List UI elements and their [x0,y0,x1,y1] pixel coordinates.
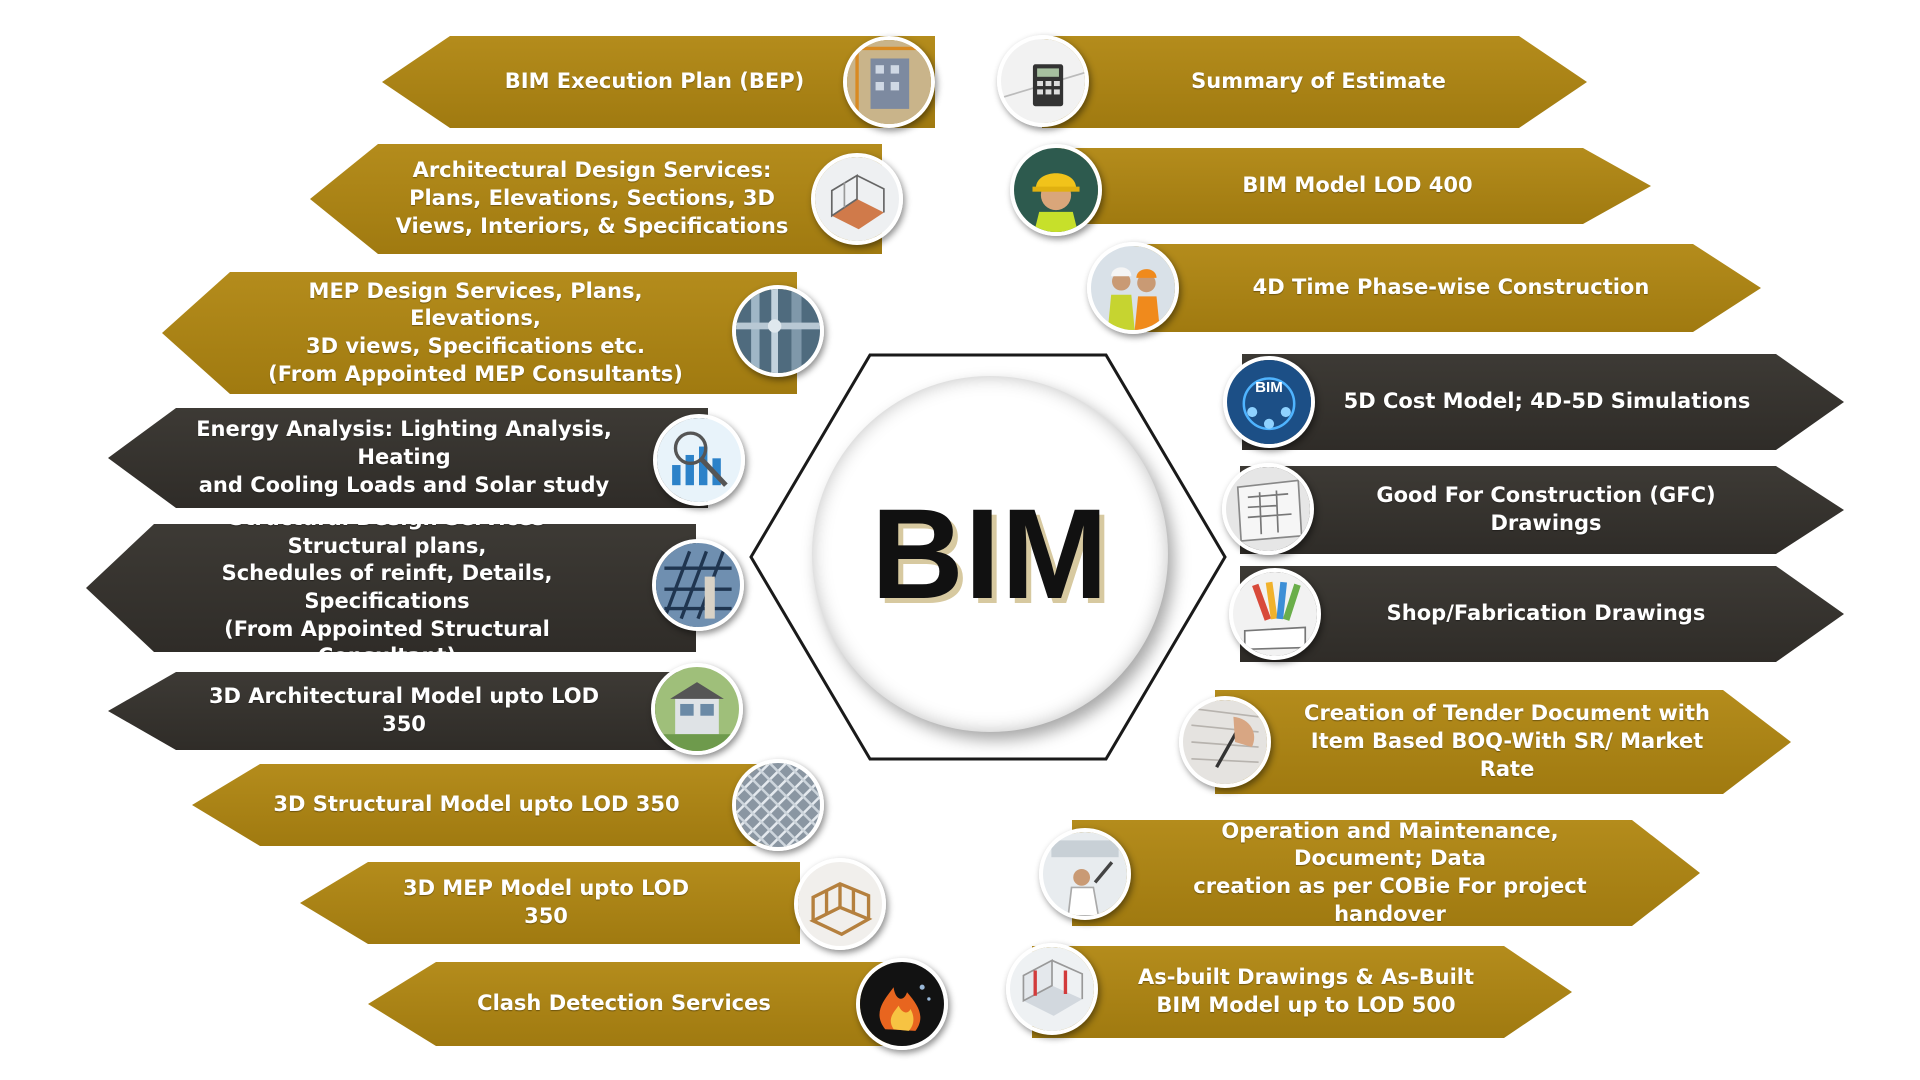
right-service-label: 5D Cost Model; 4D-5D Simulations [1343,389,1751,414]
right-service-label: Creation of Tender Document with Item Ba… [1304,701,1710,781]
swatches-icon [1229,568,1321,660]
left-service-banner-4: Energy Analysis: Lighting Analysis, Heat… [108,408,708,508]
workers-icon [1087,242,1179,334]
left-service-label: MEP Design Services, Plans, Elevations, … [268,278,683,386]
right-service-label: As-built Drawings & As-Built BIM Model u… [1137,965,1475,1017]
left-service-banner-8: 3D MEP Model upto LOD 350 [300,862,800,944]
left-service-banner-2: Architectural Design Services: Plans, El… [310,144,882,254]
left-service-banner-6: 3D Architectural Model upto LOD 350 [108,672,708,750]
structure-icon [652,539,744,631]
left-service-label: Architectural Design Services: Plans, El… [395,158,789,238]
fire-icon [856,958,948,1050]
right-service-label: Good For Construction (GFC) Drawings [1376,483,1716,535]
architecture-icon [811,153,903,245]
left-service-label: 3D Architectural Model upto LOD 350 [208,684,600,736]
engineer-helmet-icon [1010,144,1102,236]
right-service-label: Shop/Fabrication Drawings [1386,601,1706,626]
right-service-banner-7: Creation of Tender Document with Item Ba… [1215,690,1791,794]
right-service-banner-3: 4D Time Phase-wise Construction [1133,244,1761,332]
left-service-banner-5: Structural Design Services Structural pl… [86,524,696,652]
pipes-icon [732,285,824,377]
center-circle: BIM [812,376,1168,732]
right-service-label: BIM Model LOD 400 [1242,173,1473,198]
left-service-label: BIM Execution Plan (BEP) [504,69,805,94]
right-service-label: Summary of Estimate [1191,69,1446,94]
left-service-label: Energy Analysis: Lighting Analysis, Heat… [196,417,612,497]
house-model-icon [651,663,743,755]
left-service-label: Structural Design Services Structural pl… [221,505,553,669]
right-service-banner-5: Good For Construction (GFC) Drawings [1240,466,1844,554]
writing-hand-icon [1179,696,1271,788]
left-service-label: 3D Structural Model upto LOD 350 [273,792,680,817]
right-service-banner-4: 5D Cost Model; 4D-5D Simulations [1242,354,1844,450]
drawing-sheet-icon [1222,463,1314,555]
right-service-label: Operation and Maintenance, Document; Dat… [1193,818,1587,926]
calculator-icon [997,35,1089,127]
left-service-banner-9: Clash Detection Services [368,962,888,1046]
right-service-banner-2: BIM Model LOD 400 [1056,148,1651,224]
maintenance-icon [1039,828,1131,920]
left-service-label: 3D MEP Model upto LOD 350 [402,876,690,928]
as-built-model-icon [1006,943,1098,1035]
right-service-banner-9: As-built Drawings & As-Built BIM Model u… [1032,946,1572,1038]
left-service-banner-3: MEP Design Services, Plans, Elevations, … [162,272,797,394]
right-service-label: 4D Time Phase-wise Construction [1252,275,1650,300]
left-service-label: Clash Detection Services [477,991,771,1016]
bim-icon-text: BIM [1255,379,1283,396]
energy-chart-icon [653,414,745,506]
building-icon [843,36,935,128]
right-service-banner-6: Shop/Fabrication Drawings [1240,566,1844,662]
left-service-banner-1: BIM Execution Plan (BEP) [382,36,935,128]
center-title: BIM [871,482,1109,626]
right-service-banner-8: Operation and Maintenance, Document; Dat… [1072,820,1700,926]
lattice-icon [732,759,824,851]
wood-frame-icon [794,858,886,950]
bim-tech-icon: BIM [1223,356,1315,448]
right-service-banner-1: Summary of Estimate [1042,36,1587,128]
left-service-banner-7: 3D Structural Model upto LOD 350 [192,764,769,846]
